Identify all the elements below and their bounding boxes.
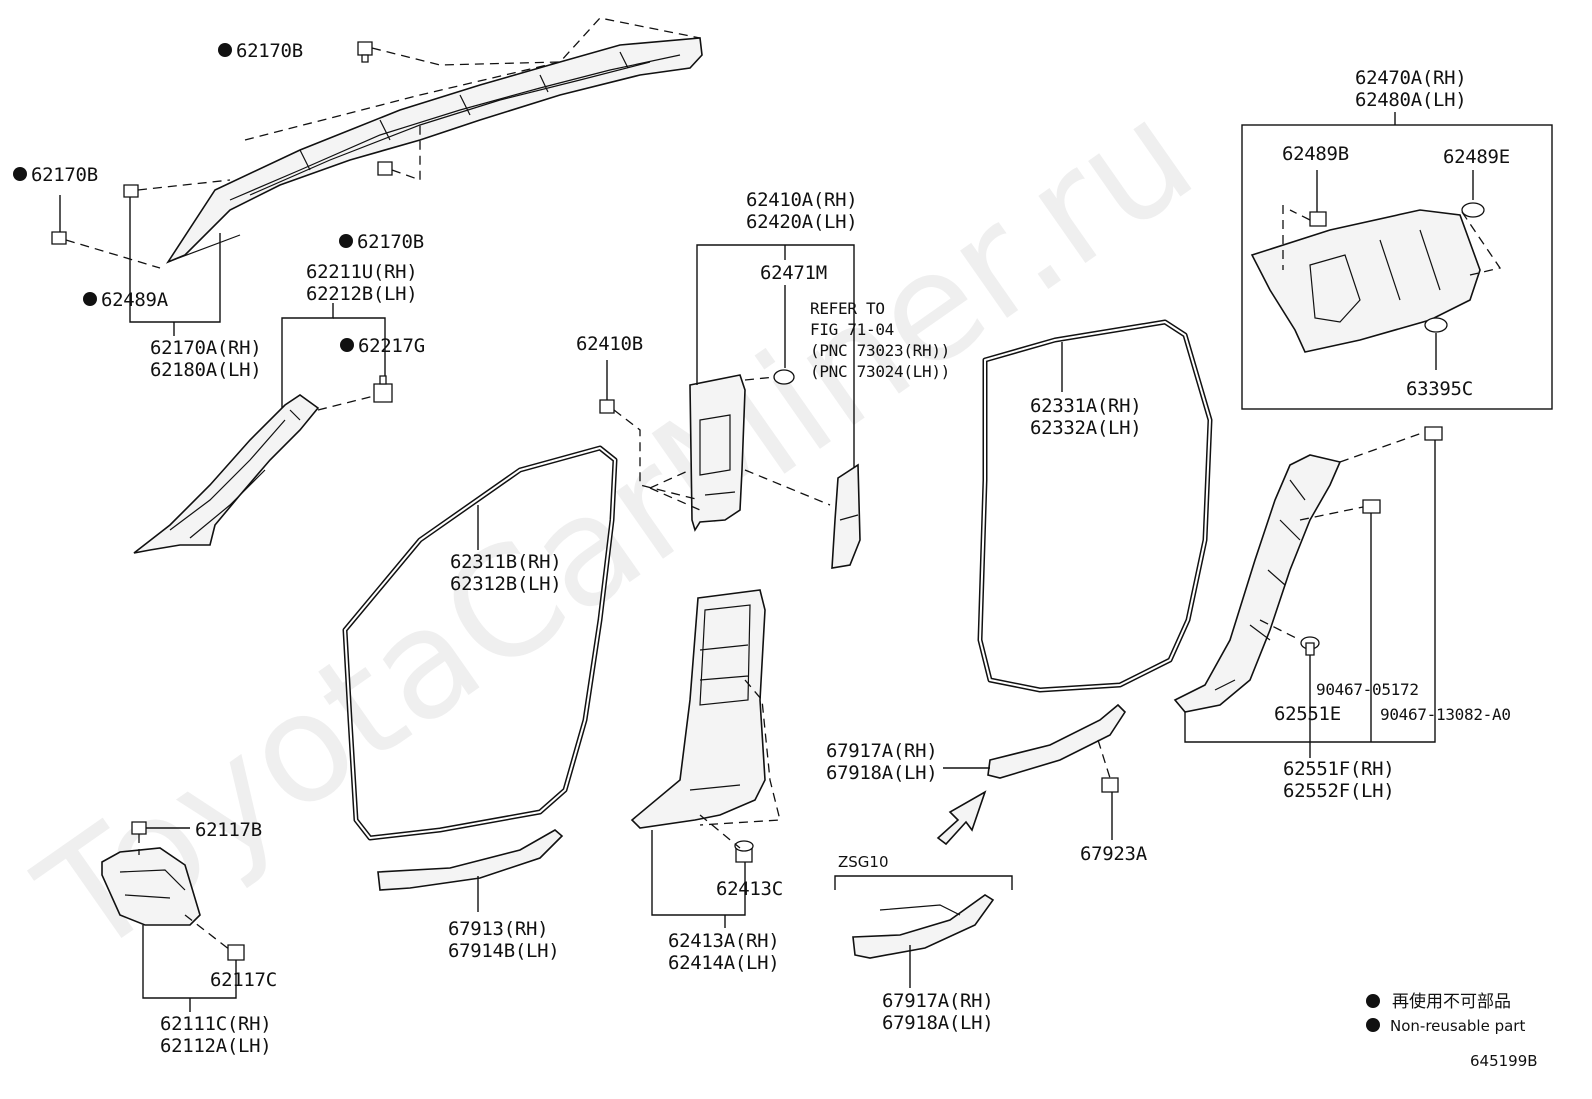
clip-62413c: [734, 840, 754, 863]
label-90467-05172: 90467-05172: [1316, 680, 1419, 699]
label-90467-13082: 90467-13082-A0: [1380, 705, 1511, 724]
label-62489a: 62489A: [101, 289, 169, 311]
label-67917a-rh-top: 67917A(RH): [826, 740, 937, 762]
label-62211u-rh: 62211U(RH): [306, 261, 417, 283]
label-62489b: 62489B: [1282, 143, 1349, 165]
center-pillar-upper-garnish: [689, 374, 746, 532]
a-pillar-upper-garnish: [165, 37, 703, 264]
label-62180a-lh: 62180A(LH): [150, 359, 261, 381]
clip-62551e: [1300, 636, 1320, 656]
refer-line-4: (PNC 73024(LH)): [810, 362, 950, 381]
label-62551f-rh: 62551F(RH): [1283, 758, 1394, 780]
center-pillar-lower-garnish: [630, 589, 766, 829]
label-62117b: 62117B: [195, 819, 262, 841]
rear-scuff-plate-zsg10: [852, 894, 995, 959]
label-62170b-top: 62170B: [236, 40, 303, 62]
label-62552f-lh: 62552F(LH): [1283, 780, 1394, 802]
label-62471m: 62471M: [760, 262, 827, 284]
label-67914b-lh: 67914B(LH): [448, 940, 559, 962]
label-62170a-rh: 62170A(RH): [150, 337, 261, 359]
label-62117c: 62117C: [210, 969, 277, 991]
label-62410a-rh: 62410A(RH): [746, 189, 857, 211]
label-62170b-left: 62170B: [31, 164, 98, 186]
clip-62410b: [599, 399, 615, 414]
label-67913-rh: 67913(RH): [448, 918, 548, 940]
rear-door-weatherstrip: [977, 319, 1213, 693]
clip-62489b: [1309, 211, 1327, 227]
clip-62170b-top: [357, 41, 373, 63]
label-67917a-rh-bottom: 67917A(RH): [882, 990, 993, 1012]
label-62470a-rh: 62470A(RH): [1355, 67, 1466, 89]
clip-90467-05172: [1362, 499, 1381, 514]
label-63395c: 63395C: [1406, 378, 1473, 400]
label-67923a: 67923A: [1080, 843, 1148, 865]
label-62410b: 62410B: [576, 333, 643, 355]
label-62332a-lh: 62332A(LH): [1030, 417, 1141, 439]
zsg10-label: ZSG10: [838, 853, 889, 871]
seatbelt-anchor-cover: [831, 463, 861, 569]
label-62170b-mid: 62170B: [357, 231, 424, 253]
clip-62117b: [131, 821, 147, 835]
clip-63395c: [1424, 317, 1448, 333]
label-62413a-rh: 62413A(RH): [668, 930, 779, 952]
label-62212b-lh: 62212B(LH): [306, 283, 417, 305]
label-62420a-lh: 62420A(LH): [746, 211, 857, 233]
label-62217g: 62217G: [358, 335, 425, 357]
clip-67923a: [1101, 777, 1119, 793]
clip-90467-13082: [1424, 426, 1443, 441]
diagram-id: 645199B: [1470, 1052, 1538, 1070]
label-62551e: 62551E: [1274, 703, 1341, 725]
refer-line-1: REFER TO: [810, 299, 885, 318]
direction-arrow: [936, 790, 987, 846]
label-62413c: 62413C: [716, 878, 783, 900]
label-62331a-rh: 62331A(RH): [1030, 395, 1141, 417]
front-scuff-plate: [377, 829, 564, 891]
label-62111c-rh: 62111C(RH): [160, 1013, 271, 1035]
quarter-lower-garnish: [1173, 454, 1342, 713]
clip-62217g: [373, 375, 393, 403]
legend-en: Non-reusable part: [1390, 1017, 1525, 1035]
front-door-weatherstrip: [342, 445, 618, 841]
refer-line-2: FIG 71-04: [810, 320, 894, 339]
clip-62170b-mid: [377, 161, 393, 176]
clip-62117c: [227, 944, 245, 961]
clip-62471m: [773, 369, 795, 385]
quarter-upper-garnish: [1250, 209, 1481, 353]
label-62311b-rh: 62311B(RH): [450, 551, 561, 573]
label-62312b-lh: 62312B(LH): [450, 573, 561, 595]
rear-scuff-plate: [987, 703, 1127, 779]
label-62414a-lh: 62414A(LH): [668, 952, 779, 974]
label-62489e: 62489E: [1443, 146, 1510, 168]
clip-62489e: [1461, 202, 1485, 218]
label-67918a-lh-top: 67918A(LH): [826, 762, 937, 784]
cowl-side-trim: [101, 847, 201, 926]
clip-62489a: [123, 184, 139, 198]
legend-ja: 再使用不可部品: [1392, 991, 1511, 1012]
inset-box-62470a: [1241, 124, 1553, 410]
label-62480a-lh: 62480A(LH): [1355, 89, 1466, 111]
clip-62170b-left: [51, 231, 67, 245]
a-pillar-lower-garnish: [133, 394, 320, 554]
label-62112a-lh: 62112A(LH): [160, 1035, 271, 1057]
refer-line-3: (PNC 73023(RH)): [810, 341, 950, 360]
label-67918a-lh-bottom: 67918A(LH): [882, 1012, 993, 1034]
